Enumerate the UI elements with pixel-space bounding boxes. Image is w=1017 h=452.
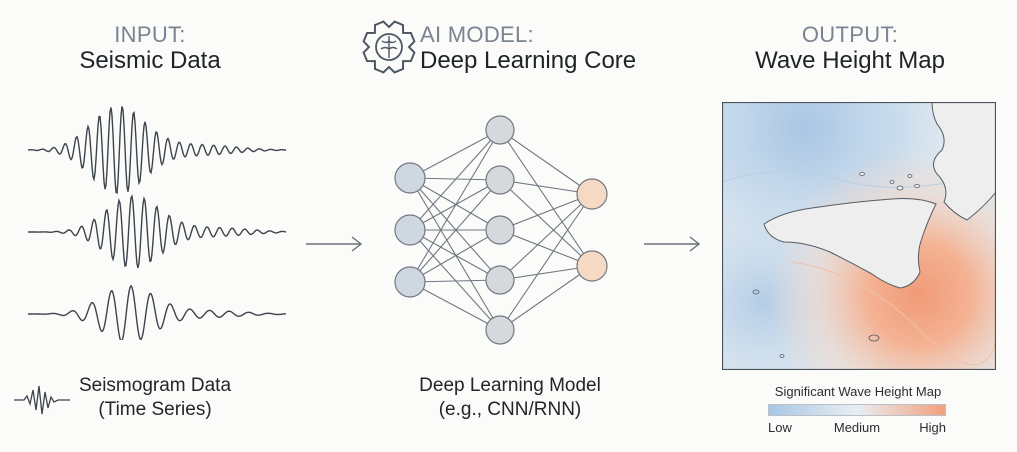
scale-low-label: Low — [768, 420, 792, 435]
nn-node-layer2-4 — [485, 265, 515, 295]
seismogram-icon — [14, 385, 70, 415]
seismogram-trace-3 — [28, 284, 286, 340]
nn-node-layer3-2 — [576, 250, 608, 282]
nn-node-layer2-2 — [485, 165, 515, 195]
seismogram-trace-2 — [28, 194, 287, 268]
input-kicker: INPUT: — [114, 22, 186, 47]
input-title: Seismic Data — [79, 47, 221, 75]
wave-height-map — [722, 102, 996, 370]
gear-brain-icon — [362, 20, 416, 74]
nn-node-layer2-5 — [485, 315, 515, 345]
neural-network — [394, 115, 608, 345]
model-caption-line1: Deep Learning Model — [419, 375, 601, 396]
map-caption: Significant Wave Height Map — [774, 384, 942, 399]
scale-high-label: High — [919, 420, 946, 435]
model-caption: Deep Learning Model (e.g., CNN/RNN) — [380, 374, 640, 422]
scale-medium-label: Medium — [833, 420, 881, 435]
input-legend-line1: Seismogram Data — [78, 375, 232, 396]
nn-node-layer1-1 — [394, 162, 426, 194]
input-heading: INPUT: Seismic Data — [40, 22, 260, 75]
color-scale-bar — [768, 404, 946, 416]
input-legend: Seismogram Data (Time Series) — [60, 374, 250, 422]
nn-node-layer1-3 — [394, 266, 426, 298]
output-heading: OUTPUT: Wave Height Map — [735, 22, 965, 75]
nn-node-layer3-1 — [576, 178, 608, 210]
model-heading: AI MODEL: Deep Learning Core — [420, 22, 650, 75]
nn-node-layer2-3 — [485, 215, 515, 245]
model-caption-line2: (e.g., CNN/RNN) — [438, 398, 582, 420]
output-kicker: OUTPUT: — [801, 22, 899, 47]
model-title: Deep Learning Core — [420, 47, 637, 75]
model-kicker: AI MODEL: — [420, 22, 534, 47]
input-legend-line2: (Time Series) — [98, 398, 212, 420]
color-scale-labels: Low Medium High — [768, 420, 946, 436]
seismogram-trace-1 — [28, 106, 287, 195]
seismogram-traces — [28, 106, 287, 340]
arrow-input-to-model — [306, 236, 363, 252]
nn-node-layer1-2 — [394, 214, 426, 246]
nn-node-layer2-1 — [485, 115, 515, 145]
output-title: Wave Height Map — [755, 47, 945, 75]
arrow-model-to-output — [644, 236, 701, 252]
